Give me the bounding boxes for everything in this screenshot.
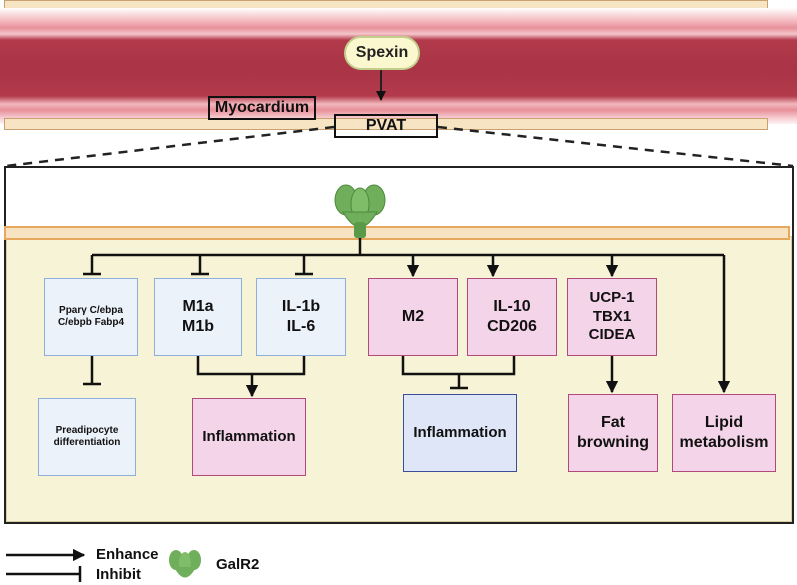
m2-il10-join [401,356,516,376]
inflammation-increase: Inflammation [192,398,306,476]
il1b-il6: IL-1b IL-6 [256,278,346,356]
myocardium-label: Myocardium [208,96,316,120]
pvat-label: PVAT [334,114,438,138]
m1-il1b-join [196,356,306,376]
lipid-metabolism: Lipid metabolism [672,394,776,472]
spexin-label: Spexin [344,36,420,70]
fat-browning: Fat browning [568,394,658,472]
zoom-line-left [5,125,335,168]
inflammation-decrease: Inflammation [403,394,517,472]
cell-membrane [4,226,790,240]
legend-enhance-label: Enhance [96,546,159,563]
legend-inhibit-label: Inhibit [96,566,141,583]
ppar-cebp-genes: Pparγ C/ebpa C/ebpb Fabp4 [44,278,138,356]
galr2-receptor-icon [334,184,386,238]
vessel-bottom-wall [4,118,768,130]
il10-cd206: IL-10 CD206 [467,278,557,356]
legend-galr2-label: GalR2 [216,556,260,573]
ucp1-tbx1-cidea: UCP-1 TBX1 CIDEA [567,278,657,356]
legend-galr2-icon [169,550,201,578]
zoom-line-right [437,125,794,168]
m1-macrophages: M1a M1b [154,278,242,356]
preadipocyte-differentiation: Preadipocyte differentiation [38,398,136,476]
m2-macrophages: M2 [368,278,458,356]
